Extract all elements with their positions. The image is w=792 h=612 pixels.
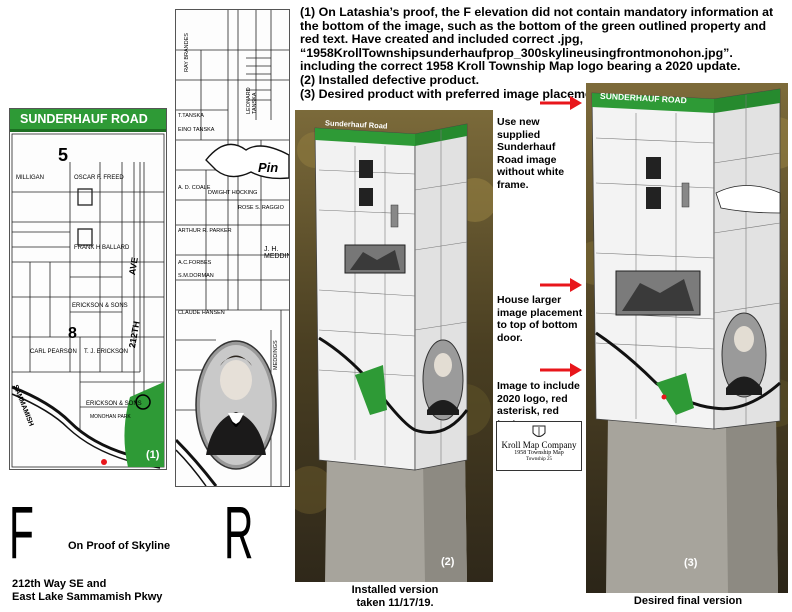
proof-f-drawing	[11, 133, 165, 469]
proof-f-label: SAMMAMISH	[11, 384, 35, 428]
proof-r-label: J. H. MEDDINGS	[264, 246, 289, 260]
proof-f-labels: MILLIGAN OSCAR F. FREED FRANK H BALLARD …	[10, 109, 166, 469]
proof-f-label: ERICKSON & SONS	[86, 401, 142, 407]
desired-caption: Desired final version	[633, 595, 743, 607]
proof-f-label: MILLIGAN	[16, 175, 45, 181]
installed-photo-drawing	[295, 110, 493, 582]
proof-r-label: DWIGHT HOCKING	[208, 190, 258, 196]
kroll-crest-icon	[532, 425, 546, 437]
proof-r-label: MEDDINGS	[273, 340, 279, 370]
side-note-2: House larger image placement to top of b…	[497, 294, 583, 344]
proof-r-label: CLAUDE HANSEN	[178, 310, 225, 316]
proof-r-drawing	[176, 10, 289, 486]
proof-f-label: CARL PEARSON	[30, 349, 77, 355]
elevation-letter-f: F	[9, 491, 34, 574]
proof-f-label: ERICKSON & SONS	[72, 303, 128, 309]
proof-f-label: AVE	[127, 256, 140, 276]
note-line-3: including the correct 1958 Kroll Townshi…	[300, 59, 741, 74]
proof-r-label: T.TANSKA	[178, 113, 204, 119]
kroll-logo-line-2: 1958 Township Map	[514, 450, 564, 456]
proof-r-label: EINO TANSKA	[178, 127, 215, 133]
installed-photo: Sunderhauf Road (2)	[295, 110, 493, 582]
note-line-1: (1) On Latashia’s proof, the F elevation…	[300, 5, 774, 47]
kroll-logo: Kroll Map Company 1958 Township Map Town…	[496, 421, 582, 471]
red-arrow-2	[540, 278, 582, 292]
proof-r-label: A. D. COALE	[178, 185, 211, 191]
top-notes: (1) On Latashia’s proof, the F elevation…	[300, 5, 788, 101]
red-arrow-3	[540, 363, 582, 377]
proof-r-label: ARTHUR R. PARKER	[178, 228, 232, 234]
proof-r-label: Pin	[258, 160, 279, 175]
location-line-2: East Lake Sammamish Pkwy	[12, 591, 163, 603]
proof-f-section-5: 5	[58, 145, 69, 165]
desired-photo-drawing	[586, 83, 788, 593]
location-line-1: 212th Way SE and	[12, 578, 107, 590]
proof-f-label: 212TH	[127, 320, 142, 349]
proof-r-label: ROSE S. RAGGIO	[238, 205, 284, 211]
on-proof-caption: On Proof of Skyline	[68, 540, 171, 552]
proof-r-label: S.M.DORMAN	[178, 273, 214, 279]
proof-f-label: OSCAR F. FREED	[74, 175, 124, 181]
desired-photo: SUNDERHAUF ROAD (3)	[586, 83, 788, 593]
proof-f-label: T. J. ERICKSON	[84, 349, 129, 355]
proof-f-road-label: SUNDERHAUF ROAD	[20, 112, 148, 126]
proof-r-map: RAY BRANDES LEONARD TANSKA T.TANSKA EINO…	[175, 9, 290, 487]
installed-marker: (2)	[441, 556, 455, 568]
proof-r-label: A.C.FORBES	[178, 260, 212, 266]
proof-f-label: FRANK H BALLARD	[74, 245, 130, 251]
desired-marker: (3)	[684, 557, 698, 569]
proof-f-marker: (1)	[146, 449, 160, 461]
proof-f-section-8: 8	[68, 325, 77, 342]
installed-caption-line-2: taken 11/17/19.	[356, 597, 434, 609]
proof-r-label: RAY BRANDES	[184, 33, 190, 72]
note-line-4: (2) Installed defective product.	[300, 72, 480, 87]
proof-r-label: LEONARD TANSKA	[246, 87, 258, 114]
proof-f-label: MONOHAN PARK	[90, 414, 131, 420]
note-line-2: “1958KrollTownshipsunderhaufprop_300skyl…	[300, 45, 733, 60]
kroll-logo-line-3: Township 25	[526, 457, 552, 462]
location-caption: 212th Way SE and East Lake Sammamish Pkw…	[12, 578, 162, 604]
installed-caption: Installed version taken 11/17/19.	[300, 584, 490, 610]
kroll-logo-company: Kroll Map Company	[501, 440, 577, 450]
elevation-letter-r: R	[224, 491, 254, 574]
proof-f-map: SUNDERHAUF ROAD 5 8 MILLIGAN OSCAR F	[9, 108, 167, 470]
note-line-5: (3) Desired product with preferred image…	[300, 86, 608, 101]
proof-r-labels: RAY BRANDES LEONARD TANSKA T.TANSKA EINO…	[176, 10, 289, 486]
side-note-1: Use new supplied Sunderhauf Road image w…	[497, 116, 565, 191]
installed-caption-line-1: Installed version	[351, 584, 439, 596]
proof-f-road-banner: SUNDERHAUF ROAD	[10, 109, 166, 132]
